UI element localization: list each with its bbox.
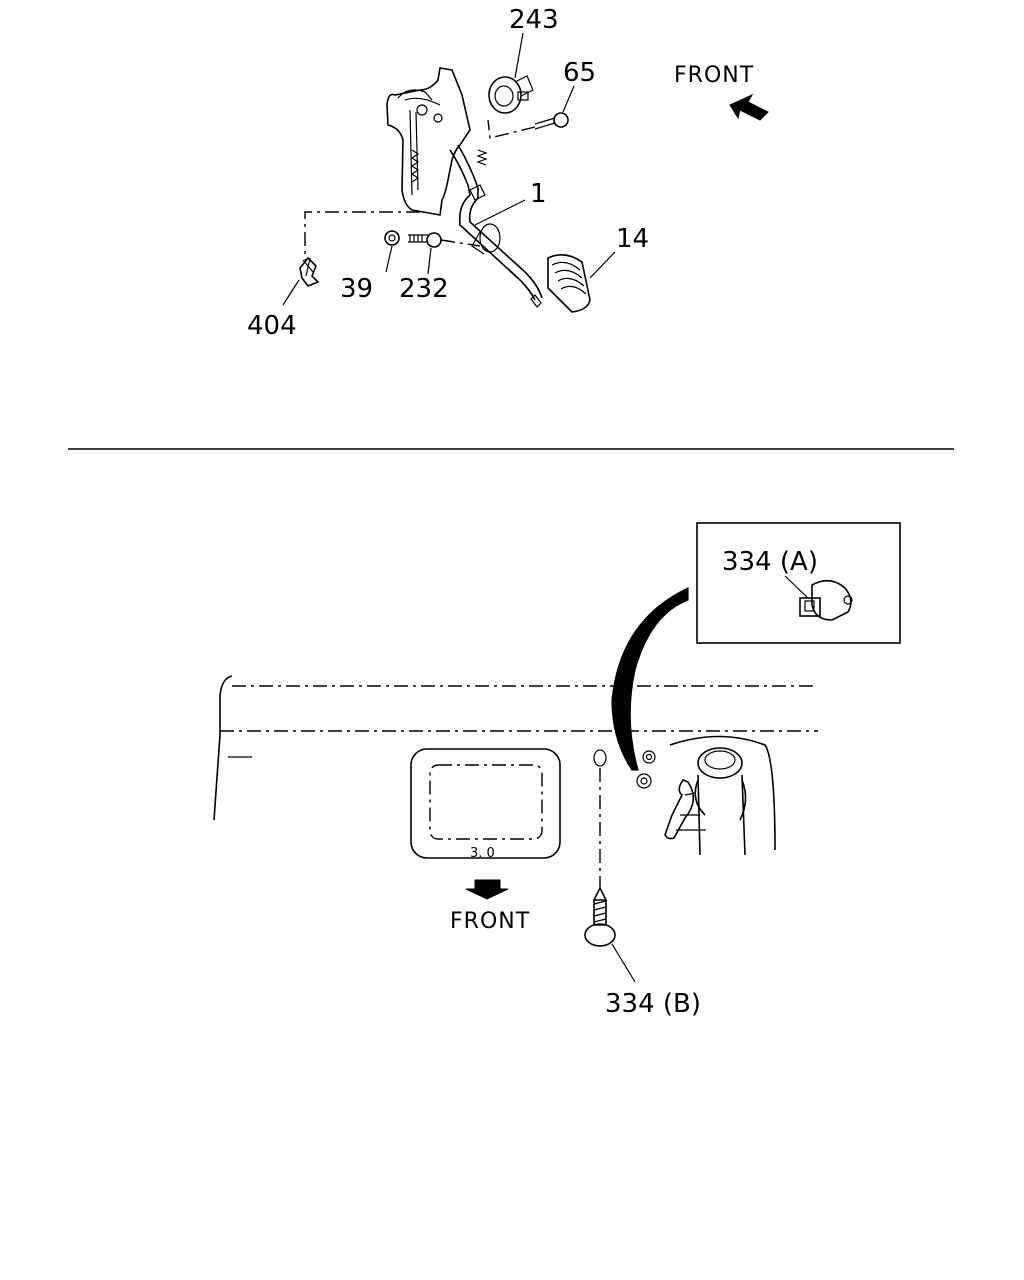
accelerator-pedal-assembly	[386, 67, 591, 313]
label-334a: 334 (A)	[722, 547, 818, 577]
label-334b: 334 (B)	[605, 989, 701, 1019]
washers	[636, 750, 656, 789]
clip-334a	[799, 579, 853, 621]
label-243: 243	[509, 5, 559, 35]
bolt-232	[408, 232, 442, 248]
plate-marking: 3. 0	[470, 846, 495, 861]
nut-39	[384, 230, 400, 246]
bolt-65	[534, 112, 569, 130]
screw-334b	[584, 768, 636, 983]
detail-box-334a: 334 (A)	[696, 522, 901, 644]
mounting-hole	[593, 749, 607, 767]
leader-lines-upper	[282, 32, 616, 306]
detail-arrow	[611, 587, 689, 771]
label-404: 404	[247, 311, 297, 341]
label-1: 1	[530, 179, 547, 209]
label-232: 232	[399, 274, 449, 304]
label-14: 14	[616, 224, 649, 254]
label-39: 39	[340, 274, 373, 304]
label-65: 65	[563, 58, 596, 88]
clip-404	[299, 256, 320, 287]
floor-plate: 3. 0	[410, 748, 561, 861]
sensor-243	[488, 75, 534, 114]
front-label-lower: FRONT	[450, 909, 530, 934]
front-arrow-upper: FRONT	[674, 63, 769, 121]
front-label-upper: FRONT	[674, 63, 754, 88]
pedestal	[664, 735, 776, 856]
front-arrow-lower: FRONT	[450, 879, 530, 934]
floor-panel	[213, 675, 818, 821]
